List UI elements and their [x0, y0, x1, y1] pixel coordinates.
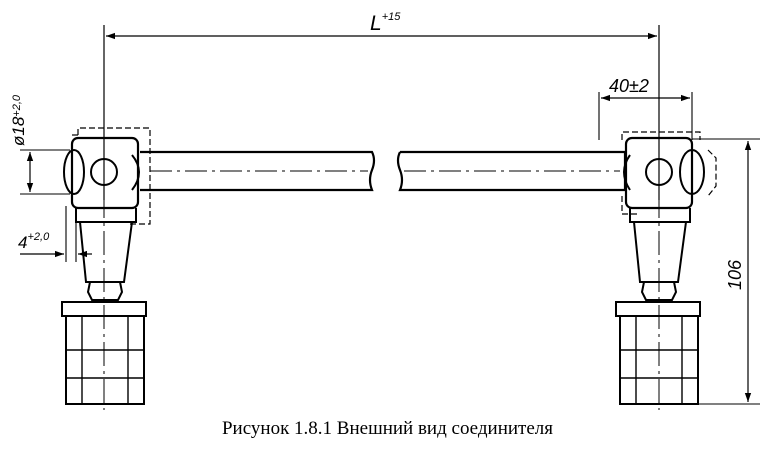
width-label: 40±2 — [609, 76, 649, 96]
diameter-label: ø18+2,0 — [9, 94, 28, 146]
right-fitting — [615, 120, 717, 410]
figure-caption: Рисунок 1.8.1 Внешний вид соединителя — [221, 418, 553, 439]
length-dimension: L+15 — [103, 11, 660, 200]
offset-label: 4+2,0 — [18, 231, 50, 252]
length-label: L+15 — [370, 11, 401, 35]
width-dimension: 40±2 — [598, 76, 693, 140]
tube — [140, 150, 627, 192]
left-fitting — [61, 120, 151, 410]
height-label: 106 — [725, 259, 745, 290]
offset-dimension: 4+2,0 — [18, 206, 92, 262]
height-dimension: 106 — [692, 138, 760, 405]
diameter-dimension: ø18+2,0 — [9, 94, 70, 195]
